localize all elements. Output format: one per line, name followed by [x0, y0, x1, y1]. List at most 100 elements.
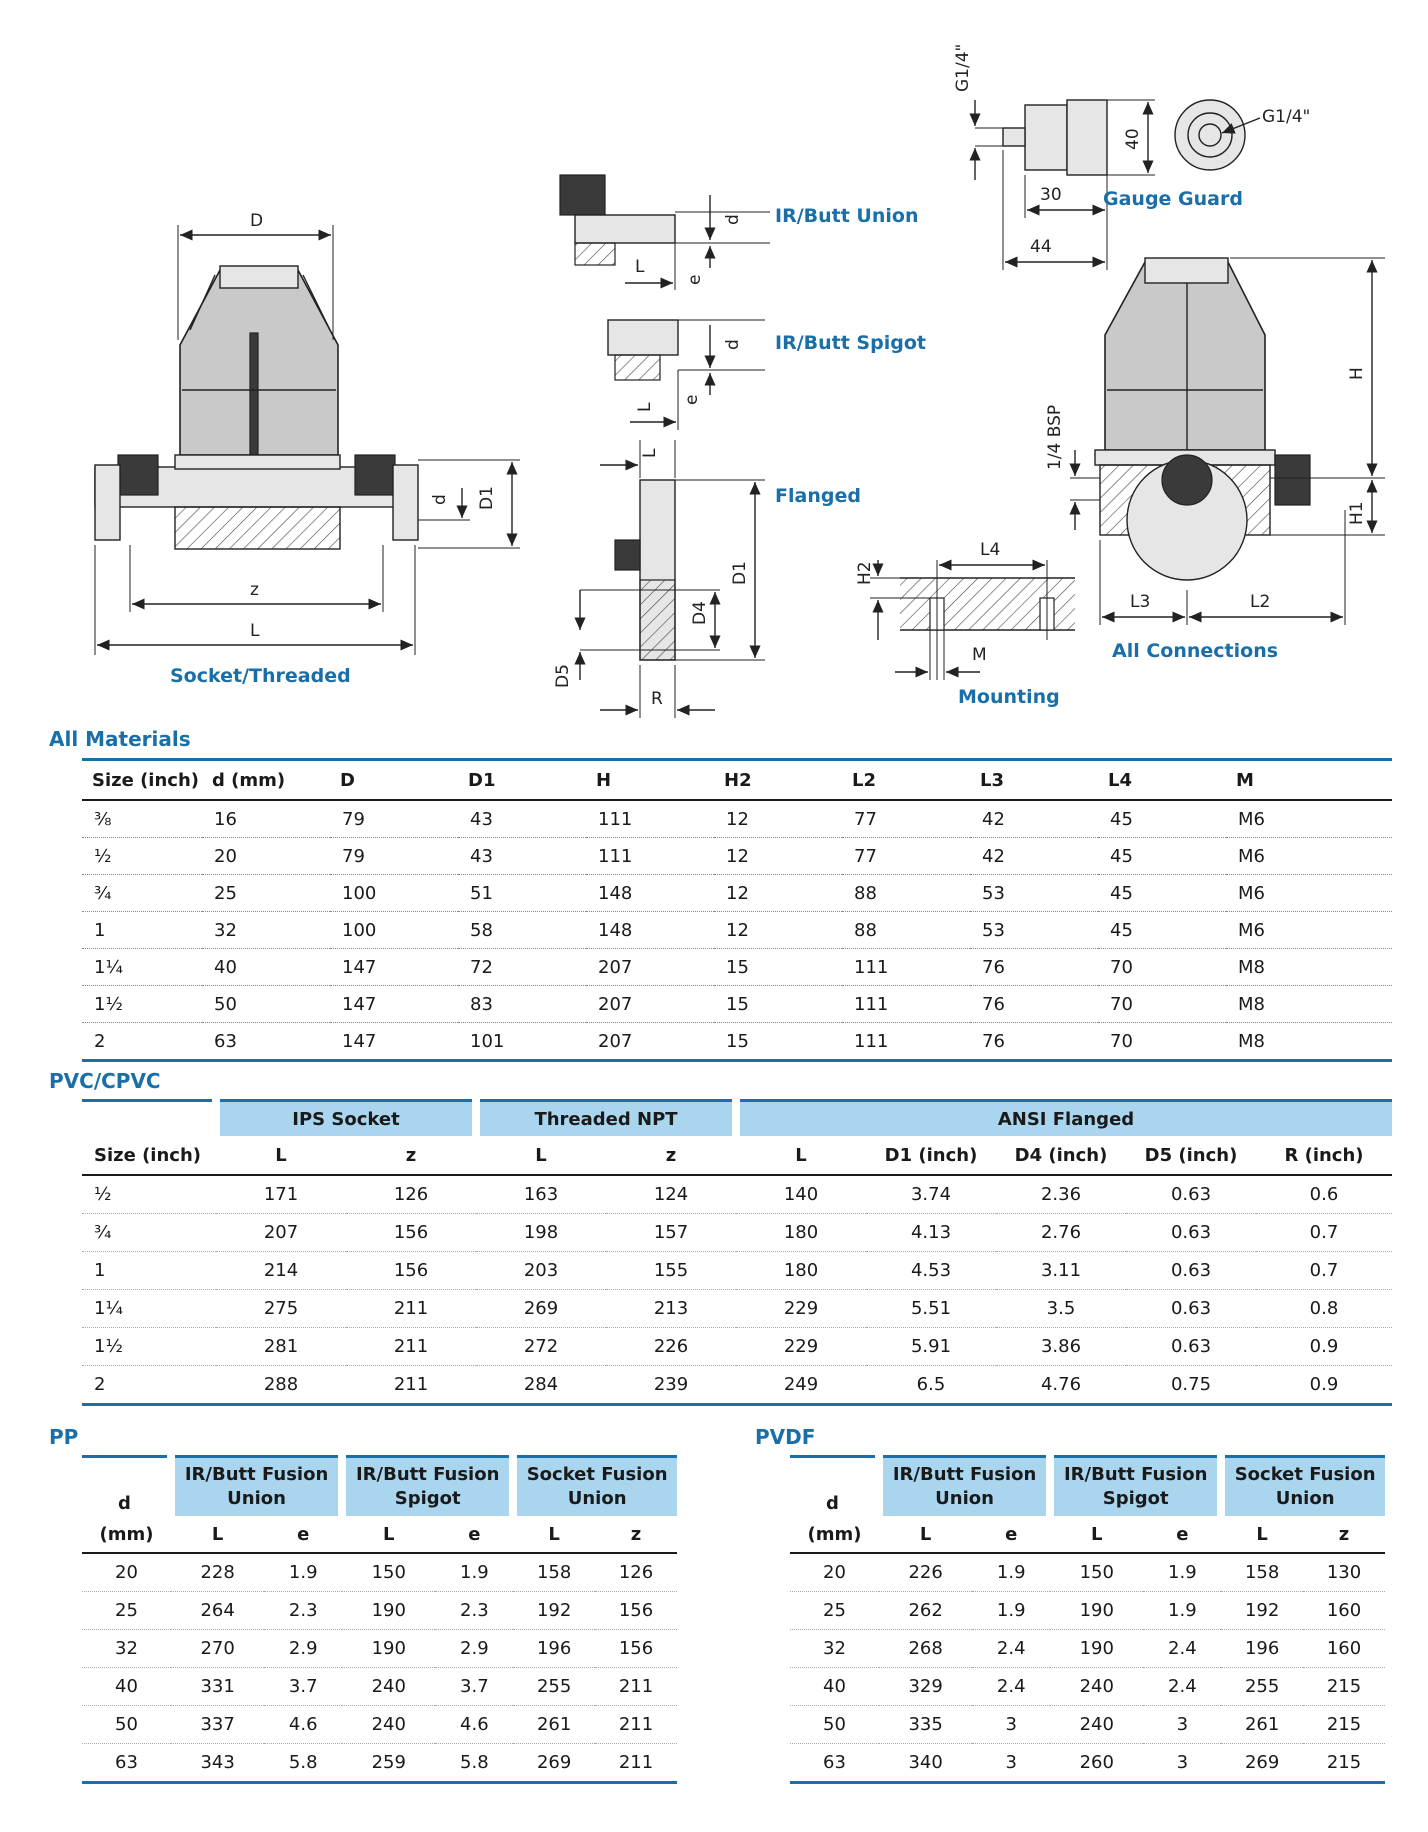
table-cell: 79: [330, 837, 458, 875]
table-cell: 3.11: [996, 1251, 1126, 1290]
table-cell: 50: [202, 985, 330, 1023]
flanged-dim-L-label: L: [640, 448, 660, 458]
gauge-dim-g14-end-label: G1/4": [1262, 107, 1310, 127]
col-union-e: e: [972, 1516, 1051, 1554]
table-cell: 190: [1050, 1591, 1144, 1630]
caption-gauge-guard: Gauge Guard: [1103, 188, 1243, 210]
col-flg-D4: D4 (inch): [996, 1136, 1126, 1176]
dim-z-label: z: [250, 580, 259, 600]
table-cell: 2.4: [972, 1667, 1051, 1706]
table-cell: 240: [342, 1705, 436, 1744]
table-cell: 148: [586, 874, 714, 912]
table-cell: 42: [970, 800, 1098, 838]
table-cell: 70: [1098, 985, 1226, 1023]
table-header-row: Size (inch) d (mm) D D1 H H2 L2 L3 L4 M: [82, 759, 1392, 801]
table-cell: 198: [476, 1213, 606, 1252]
table-cell: 3: [972, 1705, 1051, 1744]
conn-dim-L2-label: L2: [1250, 592, 1270, 612]
table-cell: 2.3: [435, 1591, 514, 1630]
col-ips-L: L: [216, 1136, 346, 1176]
pp-title: PP: [49, 1425, 79, 1449]
table-cell: 261: [513, 1705, 596, 1744]
table-cell: 130: [1303, 1553, 1385, 1592]
table-cell: 72: [458, 948, 586, 986]
table-cell: M8: [1226, 985, 1392, 1023]
table-cell: 229: [736, 1289, 866, 1328]
table-group-row: IPS Socket Threaded NPT ANSI Flanged: [82, 1100, 1392, 1136]
col-flg-R: R (inch): [1256, 1136, 1392, 1176]
table-cell: 288: [263, 1374, 299, 1395]
table-cell: 111: [586, 837, 714, 875]
group-threaded-npt: Threaded NPT: [472, 1100, 736, 1136]
table-cell: 25: [790, 1591, 879, 1630]
table-cell: 240: [1050, 1667, 1144, 1706]
table-cell: 0.63: [1126, 1289, 1256, 1328]
table-cell: 261: [1221, 1705, 1304, 1744]
table-cell: 50: [790, 1705, 879, 1744]
table-cell: 100: [330, 911, 458, 949]
caption-socket-threaded: Socket/Threaded: [170, 665, 351, 687]
table-cell: 40: [202, 948, 330, 986]
table-cell: 32: [82, 1629, 171, 1668]
col-M: M: [1226, 759, 1392, 801]
table-cell: 196: [513, 1629, 596, 1668]
col-spigot-e: e: [435, 1516, 514, 1554]
table-cell: 0.9: [1256, 1327, 1392, 1366]
table-cell: 3.74: [866, 1175, 996, 1214]
col-L3: L3: [970, 759, 1098, 801]
table-cell: 1.9: [264, 1553, 343, 1592]
col-H2: H2: [714, 759, 842, 801]
table-cell: 255: [1221, 1667, 1304, 1706]
table-cell: 3.5: [996, 1289, 1126, 1328]
table-cell: 192: [1221, 1591, 1304, 1630]
table-cell: 229: [736, 1327, 866, 1366]
table-cell: 171: [216, 1175, 346, 1214]
col-d-unit: (mm): [790, 1516, 879, 1554]
table-cell: 63: [823, 1752, 846, 1773]
table-cell: 111: [842, 948, 970, 986]
table-cell: 157: [606, 1213, 736, 1252]
table-cell: 58: [458, 911, 586, 949]
table-cell: 281: [216, 1327, 346, 1366]
table-cell: 45: [1098, 837, 1226, 875]
table-cell: 77: [842, 837, 970, 875]
table-cell: 40: [790, 1667, 879, 1706]
pp-table: d IR/Butt Fusion Union IR/Butt Fusion Sp…: [82, 1455, 677, 1784]
col-socket-z: z: [1303, 1516, 1385, 1554]
table-cell: 190: [1050, 1629, 1144, 1668]
col-ips-z: z: [346, 1136, 476, 1176]
table-cell: 42: [970, 837, 1098, 875]
table-cell: 140: [736, 1175, 866, 1214]
table-cell: 111: [586, 800, 714, 838]
caption-flanged: Flanged: [775, 485, 861, 507]
table-cell: 124: [606, 1175, 736, 1214]
table-cell: 1¼: [82, 1289, 216, 1328]
table-cell: 196: [1221, 1629, 1304, 1668]
table-cell: 126: [595, 1553, 677, 1592]
group-ansi-flanged: ANSI Flanged: [732, 1100, 1392, 1136]
table-cell: 207: [598, 1030, 633, 1052]
table-cell: 239: [653, 1374, 689, 1395]
table-cell: 269: [1244, 1752, 1280, 1773]
table-cell: 1.9: [972, 1591, 1051, 1630]
ir-butt-spigot-drawing: d L e: [607, 319, 765, 430]
table-cell: 53: [970, 911, 1098, 949]
gauge-dim-44-label: 44: [1030, 237, 1052, 257]
table-cell: ¾: [82, 1213, 216, 1252]
dim-D1-label: D1: [477, 486, 497, 510]
table-cell: 2.3: [264, 1591, 343, 1630]
caption-ir-butt-union: IR/Butt Union: [775, 205, 919, 227]
table-cell: 79: [330, 800, 458, 838]
table-cell: 15: [714, 985, 842, 1023]
table-header-row: (mm) L e L e L z: [790, 1516, 1385, 1554]
table-cell: 20: [202, 837, 330, 875]
table-cell: 147: [330, 985, 458, 1023]
spigot-dim-L-label: L: [635, 402, 655, 412]
table-cell: 158: [1221, 1553, 1304, 1592]
table-cell: 1: [82, 1251, 216, 1290]
